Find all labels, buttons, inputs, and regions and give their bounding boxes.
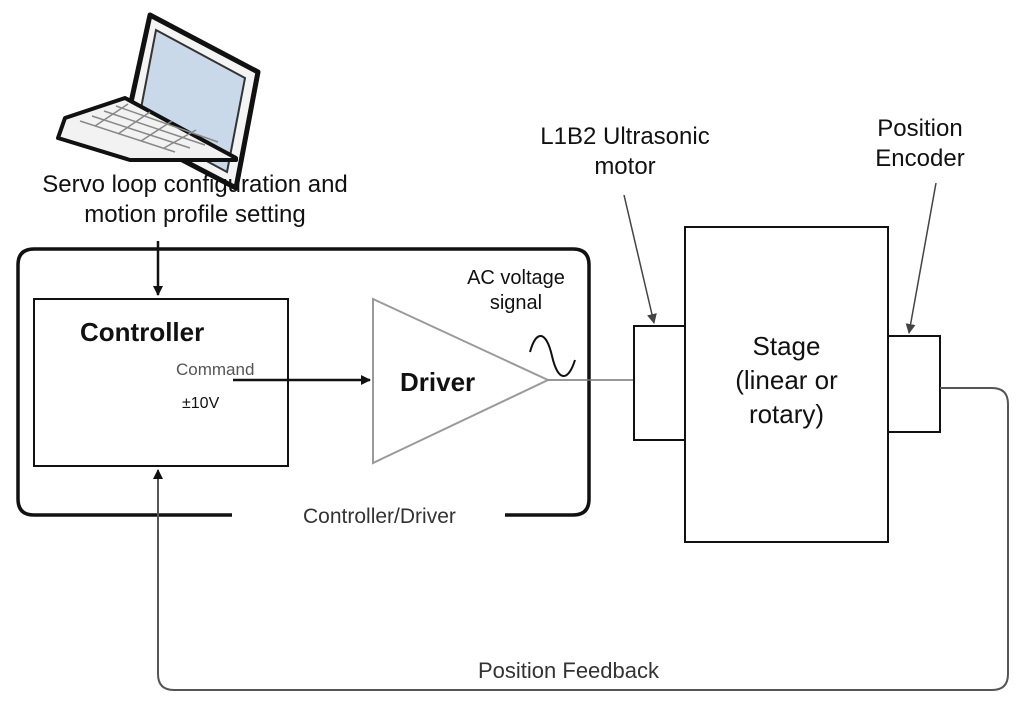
command-label: Command <box>176 360 255 379</box>
stage-label: Stage (linear or rotary) <box>705 330 868 431</box>
stage-box <box>684 226 889 543</box>
driver-triangle <box>372 297 551 465</box>
laptop-icon <box>56 12 261 191</box>
encoder-box <box>887 335 941 433</box>
config-label: Servo loop configuration and motion prof… <box>22 170 368 230</box>
sine-wave-icon <box>529 335 576 377</box>
controller-box <box>33 298 289 467</box>
controller-label: Controller <box>80 317 205 347</box>
ac-voltage-label: AC voltage signal <box>446 266 586 316</box>
stage-label-line3: rotary) <box>748 398 825 429</box>
stage-label-line2: (linear or <box>735 364 838 395</box>
encoder-label: Position Encoder <box>860 114 980 174</box>
encoder-pointer <box>905 182 937 334</box>
motor-pointer <box>623 194 657 324</box>
controller-driver-label: Controller/Driver <box>303 505 456 528</box>
motor-label-line2: motor <box>594 153 656 180</box>
controller-driver-enclosure <box>16 247 591 517</box>
motor-label: L1B2 Ultrasonic motor <box>520 122 730 182</box>
motor-label-line1: L1B2 Ultrasonic <box>540 123 710 150</box>
motor-box <box>633 325 686 441</box>
ac-voltage-label-line2: signal <box>489 292 543 314</box>
config-label-line1: Servo loop configuration and <box>42 171 348 198</box>
encoder-label-line1: Position <box>877 115 963 142</box>
position-feedback-line <box>153 387 1009 691</box>
position-feedback-label: Position Feedback <box>478 658 659 683</box>
config-label-line2: motion profile setting <box>84 201 306 228</box>
voltage-label: ±10V <box>182 395 220 412</box>
driver-label: Driver <box>400 367 476 397</box>
encoder-label-line2: Encoder <box>875 145 965 172</box>
ac-voltage-label-line1: AC voltage <box>467 267 565 289</box>
stage-label-line1: Stage <box>752 331 821 361</box>
